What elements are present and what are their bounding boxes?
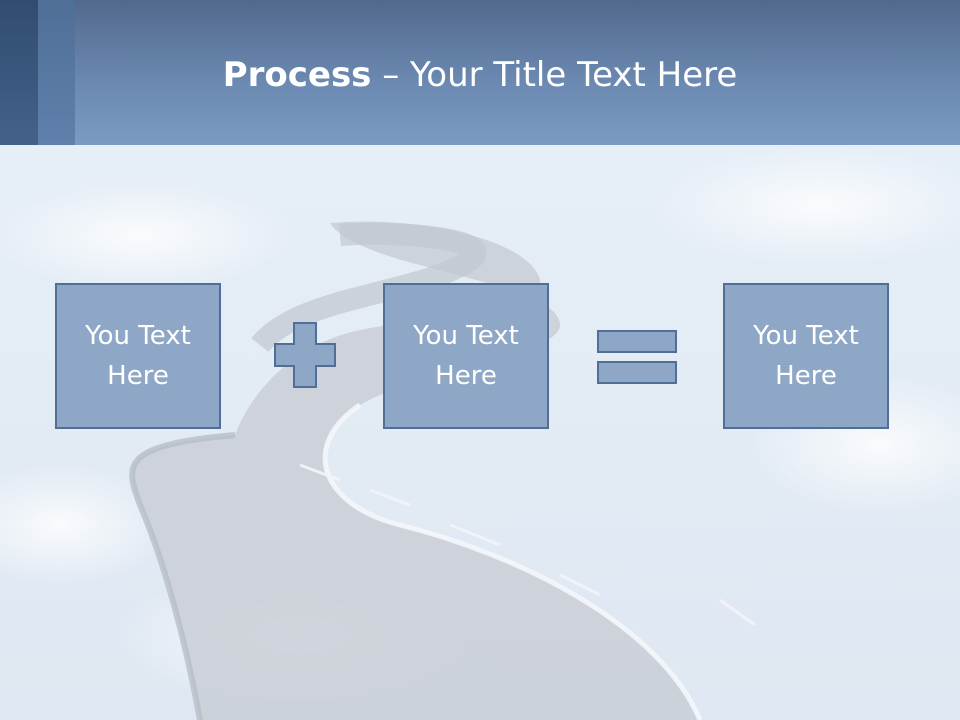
plus-icon <box>274 322 336 388</box>
slide-title-rest: – Your Title Text Here <box>371 55 738 95</box>
equals-icon <box>597 330 677 384</box>
title-bar-accent-light <box>38 0 75 145</box>
title-bar: Process – Your Title Text Here <box>0 0 960 145</box>
process-box-1[interactable]: You Text Here <box>55 283 221 429</box>
process-box-2[interactable]: You Text Here <box>383 283 549 429</box>
process-box-3-text: You Text Here <box>753 321 859 391</box>
process-box-2-text: You Text Here <box>413 321 519 391</box>
slide-title[interactable]: Process – Your Title Text Here <box>0 55 960 95</box>
process-box-1-text: You Text Here <box>85 321 191 391</box>
title-bar-accent-dark <box>0 0 38 145</box>
winding-road-background <box>0 145 960 720</box>
slide-title-bold: Process <box>222 55 372 95</box>
process-box-3[interactable]: You Text Here <box>723 283 889 429</box>
